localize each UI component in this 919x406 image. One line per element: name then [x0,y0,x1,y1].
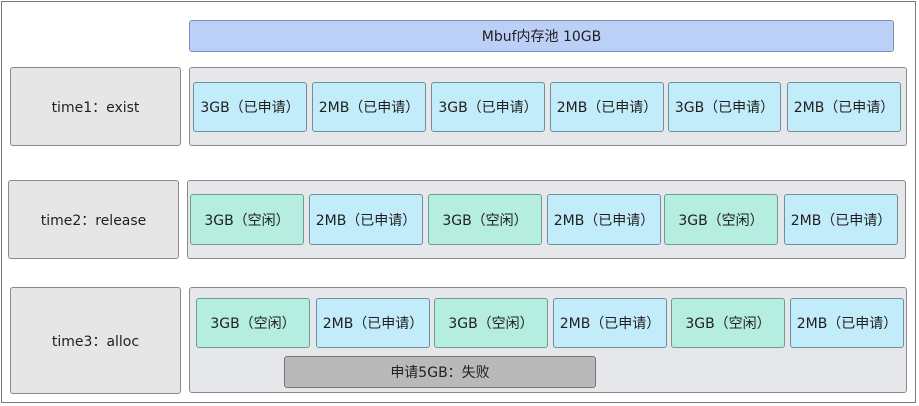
memory-block: 2MB（已申请） [790,298,904,348]
memory-block: 2MB（已申请） [553,298,667,348]
memory-block: 3GB（空闲） [434,298,548,348]
memory-block: 3GB（空闲） [664,194,778,245]
memory-block-label: 3GB（空闲） [204,212,290,229]
mbuf-pool-bar: Mbuf内存池 10GB [189,20,894,52]
mbuf-pool-label: Mbuf内存池 10GB [481,29,602,45]
memory-block: 2MB（已申请） [309,194,423,245]
row-label-time2: time2：release [8,180,179,259]
memory-block-label: 2MB（已申请） [556,100,658,116]
memory-block-label: 2MB（已申请） [318,100,420,116]
memory-block: 2MB（已申请） [550,82,664,132]
row-label-text: time1：exist [51,99,140,116]
memory-block-label: 2MB（已申请） [559,316,661,332]
memory-block: 2MB（已申请） [316,298,430,348]
memory-block-label: 2MB（已申请） [793,100,895,116]
memory-block: 2MB（已申请） [787,82,901,132]
memory-block: 2MB（已申请） [547,194,661,245]
memory-block: 3GB（空闲） [196,298,310,348]
memory-block-label: 2MB（已申请） [790,212,892,229]
memory-block-label: 2MB（已申请） [322,316,424,332]
row-label-time1: time1：exist [10,67,181,146]
memory-block: 3GB（已申请） [668,82,781,132]
memory-block-label: 3GB（空闲） [685,316,771,332]
memory-block-label: 2MB（已申请） [315,212,417,229]
memory-block: 3GB（已申请） [193,82,307,132]
memory-block-label: 3GB（空闲） [442,212,528,229]
memory-block-label: 3GB（已申请） [438,100,538,116]
memory-block: 3GB（已申请） [431,82,545,132]
memory-block: 2MB（已申请） [312,82,426,132]
memory-block-label: 3GB（空闲） [210,316,296,332]
memory-block: 3GB（空闲） [428,194,542,245]
memory-block: 3GB（空闲） [671,298,785,348]
memory-block-label: 3GB（已申请） [674,100,775,116]
alloc-failure-bar: 申请5GB：失败 [284,356,596,388]
row-label-time3: time3：alloc [10,287,181,394]
alloc-failure-label: 申请5GB：失败 [390,365,490,381]
memory-block-label: 2MB（已申请） [796,316,898,332]
memory-block: 3GB（空闲） [190,194,304,245]
memory-block-label: 3GB（空闲） [678,212,764,229]
row-label-text: time2：release [40,212,147,229]
memory-block: 2MB（已申请） [784,194,898,245]
row-label-text: time3：alloc [51,333,140,350]
memory-block-label: 2MB（已申请） [553,212,655,229]
memory-block-label: 3GB（已申请） [200,100,300,116]
memory-block-label: 3GB（空闲） [448,316,534,332]
